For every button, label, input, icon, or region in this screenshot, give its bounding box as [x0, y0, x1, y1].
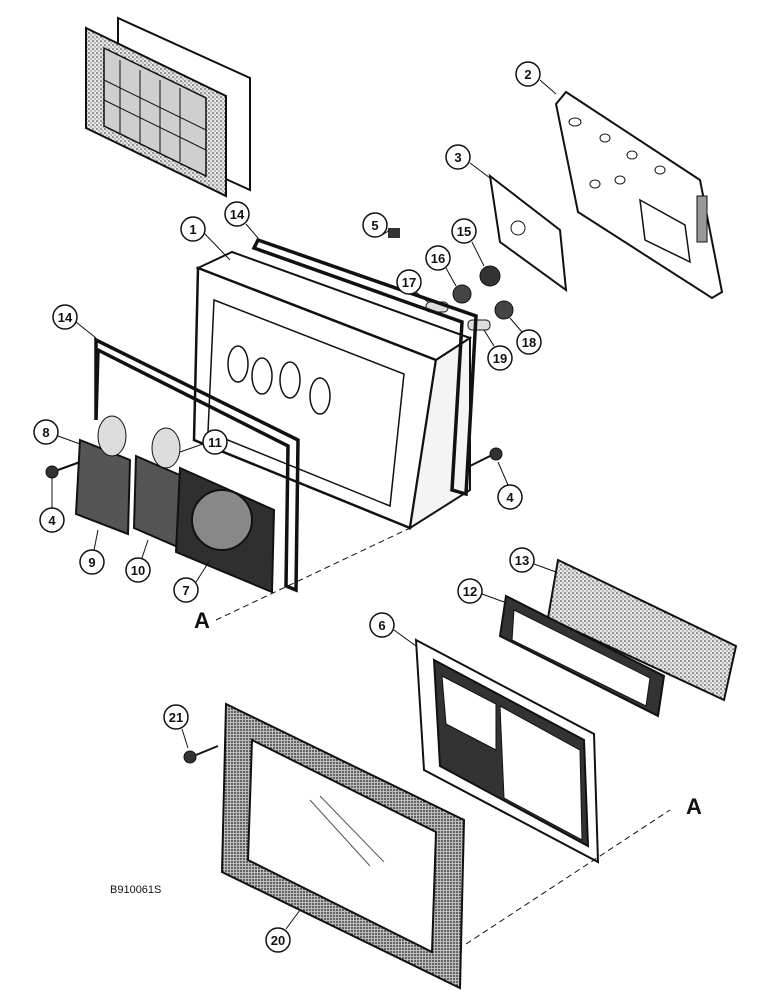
part-12-lens — [498, 594, 666, 718]
svg-text:8: 8 — [42, 425, 49, 440]
gauge-8 — [74, 415, 132, 536]
section-label-a-right: A — [686, 794, 702, 819]
svg-text:4: 4 — [506, 490, 514, 505]
section-lines — [215, 527, 671, 945]
callout-19: 19 — [483, 329, 513, 371]
callout-4-right: 4 — [497, 461, 523, 510]
callout-13: 13 — [509, 547, 557, 573]
svg-text:15: 15 — [457, 224, 471, 239]
callout-18: 18 — [509, 317, 542, 355]
svg-text:9: 9 — [88, 555, 95, 570]
callout-15: 15 — [451, 218, 485, 267]
callout-14-left: 14 — [52, 304, 97, 339]
svg-text:1: 1 — [189, 222, 196, 237]
callout-11: 11 — [179, 429, 228, 455]
callout-5: 5 — [362, 212, 391, 238]
part-2-circuit-plate — [554, 90, 724, 300]
svg-text:14: 14 — [58, 310, 73, 325]
svg-text:17: 17 — [402, 275, 416, 290]
bulb-sockets-group — [388, 228, 514, 331]
svg-text:20: 20 — [271, 933, 285, 948]
part-6-bezel-frame — [414, 638, 600, 864]
callout-21: 21 — [163, 704, 189, 749]
svg-text:3: 3 — [454, 150, 461, 165]
svg-text:12: 12 — [463, 584, 477, 599]
assembled-cluster-view — [85, 16, 251, 198]
svg-text:21: 21 — [169, 710, 183, 725]
callout-10: 10 — [125, 539, 151, 583]
screws-group — [45, 447, 503, 764]
callout-6: 6 — [369, 612, 417, 647]
drawing-code: B910061S — [110, 884, 161, 896]
callout-12: 12 — [457, 578, 505, 604]
callout-2: 2 — [515, 61, 557, 95]
svg-text:5: 5 — [371, 218, 378, 233]
callout-1: 1 — [180, 216, 231, 261]
part-1-housing — [192, 250, 473, 531]
svg-text:19: 19 — [493, 351, 507, 366]
svg-text:13: 13 — [515, 553, 529, 568]
callout-20: 20 — [265, 909, 301, 953]
callout-8: 8 — [33, 419, 81, 445]
svg-text:11: 11 — [208, 435, 222, 450]
callout-4-left: 4 — [39, 478, 65, 533]
callout-9: 9 — [79, 529, 105, 575]
svg-text:2: 2 — [524, 67, 531, 82]
gauge-10 — [132, 427, 184, 550]
gauge-7-fan-display — [174, 466, 276, 594]
part-20-front-glass-frame — [220, 702, 466, 990]
part-13-overlay — [546, 558, 738, 702]
callout-17: 17 — [396, 269, 429, 303]
svg-text:14: 14 — [230, 207, 245, 222]
callout-3: 3 — [445, 144, 491, 179]
callout-16: 16 — [425, 245, 457, 287]
callout-7: 7 — [173, 559, 211, 603]
svg-text:16: 16 — [431, 251, 445, 266]
svg-text:4: 4 — [48, 513, 56, 528]
svg-text:18: 18 — [522, 335, 536, 350]
svg-text:10: 10 — [131, 563, 145, 578]
svg-text:6: 6 — [378, 618, 385, 633]
callout-14-top: 14 — [224, 201, 259, 239]
part-14-gaskets — [94, 237, 478, 593]
svg-text:7: 7 — [182, 583, 189, 598]
section-label-a-left: A — [194, 608, 210, 633]
part-3-cover-plate — [488, 173, 568, 293]
